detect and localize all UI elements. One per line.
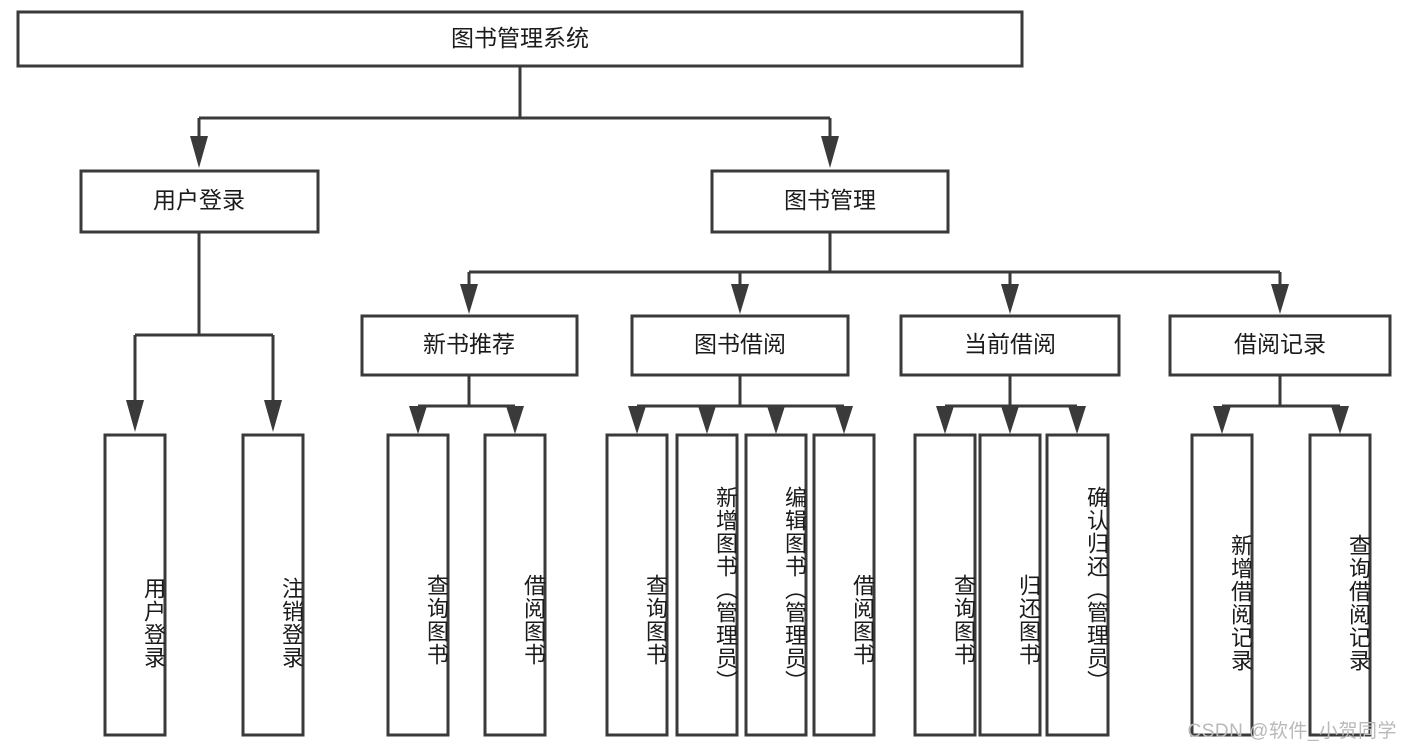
node-root-box[interactable] bbox=[16, 10, 1024, 68]
arrow-to-leaf-add-record bbox=[1213, 406, 1231, 434]
leaf-box-query-book-3[interactable] bbox=[913, 433, 977, 737]
leaf-box-user-login[interactable] bbox=[103, 433, 167, 737]
leaf-box-add-book[interactable] bbox=[675, 433, 739, 737]
arrow-to-user-login bbox=[190, 136, 208, 168]
leaf-box-borrow-book-2[interactable] bbox=[812, 433, 876, 737]
arrow-to-leaf-user-logout bbox=[264, 400, 282, 432]
arrow-to-new-book-recommend bbox=[460, 284, 478, 314]
arrow-to-leaf-borrow-book-2 bbox=[835, 406, 853, 434]
arrow-to-leaf-borrow-book-1 bbox=[506, 406, 524, 434]
node-borrow-record-label: 借阅记录 bbox=[1234, 331, 1326, 357]
arrow-to-leaf-query-record bbox=[1331, 406, 1349, 434]
node-book-borrow-label: 图书借阅 bbox=[694, 331, 786, 357]
arrow-to-leaf-query-book-1 bbox=[409, 406, 427, 434]
node-new-book-recommend-box[interactable] bbox=[360, 314, 579, 377]
node-borrow-record-box[interactable] bbox=[1168, 314, 1392, 377]
arrow-to-leaf-user-login bbox=[126, 400, 144, 432]
leaf-box-query-book-1[interactable] bbox=[386, 433, 450, 737]
arrow-to-leaf-edit-book bbox=[767, 406, 785, 434]
leaf-box-add-record[interactable] bbox=[1190, 433, 1254, 737]
arrow-to-leaf-add-book bbox=[698, 406, 716, 434]
leaf-box-edit-book[interactable] bbox=[744, 433, 808, 737]
arrow-to-leaf-confirm-return bbox=[1068, 406, 1086, 434]
node-user-login-label: 用户登录 bbox=[153, 187, 245, 213]
arrow-to-current-borrow bbox=[1001, 284, 1019, 314]
csdn-watermark: CSDN @软件_小贺同学 bbox=[1187, 721, 1397, 742]
arrow-to-leaf-return-book bbox=[1001, 406, 1019, 434]
arrow-to-leaf-query-book-3 bbox=[936, 406, 954, 434]
arrow-to-book-manage bbox=[821, 136, 839, 168]
leaf-box-return-book[interactable] bbox=[978, 433, 1042, 737]
node-book-manage-label: 图书管理 bbox=[784, 187, 876, 213]
node-book-manage-box[interactable] bbox=[710, 169, 950, 234]
node-current-borrow-box[interactable] bbox=[899, 314, 1121, 377]
leaf-box-query-record[interactable] bbox=[1308, 433, 1372, 737]
arrow-to-book-borrow bbox=[731, 284, 749, 314]
node-root-label: 图书管理系统 bbox=[451, 25, 589, 51]
arrow-to-leaf-query-book-2 bbox=[628, 406, 646, 434]
node-current-borrow-label: 当前借阅 bbox=[964, 331, 1056, 357]
leaf-box-user-logout[interactable] bbox=[241, 433, 305, 737]
leaf-box-confirm-return[interactable] bbox=[1045, 433, 1110, 737]
leaf-box-query-book-2[interactable] bbox=[605, 433, 669, 737]
node-book-borrow-box[interactable] bbox=[630, 314, 850, 377]
leaf-box-borrow-book-1[interactable] bbox=[483, 433, 547, 737]
arrow-to-borrow-record bbox=[1271, 284, 1289, 314]
node-new-book-recommend-label: 新书推荐 bbox=[423, 331, 515, 357]
